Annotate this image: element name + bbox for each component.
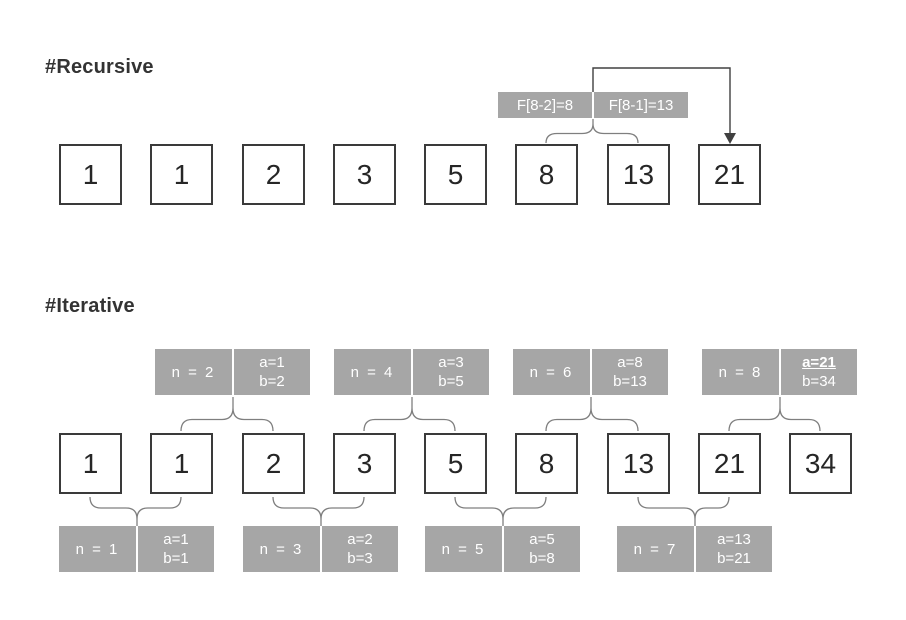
iterative-bottom-label: n = 5 a=5 b=8 (425, 526, 580, 572)
b-value: b=1 (163, 550, 189, 567)
b-value: b=3 (347, 550, 373, 567)
ab-state-label: a=2 b=3 (322, 526, 398, 572)
ab-state-label: a=1 b=1 (138, 526, 214, 572)
iterative-box: 8 (515, 433, 578, 494)
iterative-bottom-brace-3 (454, 496, 547, 526)
b-value: b=2 (259, 373, 285, 390)
recursive-box: 3 (333, 144, 396, 205)
iterative-bottom-label: n = 1 a=1 b=1 (59, 526, 214, 572)
ab-state-label: a=21 b=34 (781, 349, 857, 395)
ab-state-label: a=3 b=5 (413, 349, 489, 395)
b-value: b=13 (613, 373, 647, 390)
n-value-label: n = 1 (59, 526, 136, 572)
iterative-top-brace-4 (728, 397, 821, 432)
a-value: a=1 (163, 531, 189, 548)
n-value-label: n = 2 (155, 349, 232, 395)
iterative-top-label: n = 6 a=8 b=13 (513, 349, 668, 395)
recursive-box: 1 (59, 144, 122, 205)
b-value: b=34 (802, 373, 836, 390)
n-value-label: n = 7 (617, 526, 694, 572)
ab-state-label: a=8 b=13 (592, 349, 668, 395)
iterative-top-label: n = 2 a=1 b=2 (155, 349, 310, 395)
b-value: b=8 (529, 550, 555, 567)
iterative-top-brace-2 (363, 397, 456, 432)
recursive-arrow-line (592, 67, 731, 134)
iterative-bottom-label: n = 7 a=13 b=21 (617, 526, 772, 572)
f-n-minus-2-label: F[8-2]=8 (498, 92, 592, 118)
n-value-label: n = 5 (425, 526, 502, 572)
iterative-top-brace-1 (180, 397, 274, 432)
iterative-box: 34 (789, 433, 852, 494)
a-value: a=13 (717, 531, 751, 548)
ab-state-label: a=13 b=21 (696, 526, 772, 572)
iterative-box: 21 (698, 433, 761, 494)
recursive-box: 2 (242, 144, 305, 205)
iterative-box: 2 (242, 433, 305, 494)
ab-state-label: a=5 b=8 (504, 526, 580, 572)
a-value: a=2 (347, 531, 373, 548)
n-value-label: n = 4 (334, 349, 411, 395)
a-value: a=8 (617, 354, 643, 371)
iterative-bottom-brace-4 (637, 496, 730, 526)
recursive-f-label: F[8-2]=8 F[8-1]=13 (498, 92, 688, 118)
n-value-label: n = 6 (513, 349, 590, 395)
recursive-arrowhead-icon (724, 133, 736, 144)
recursive-box: 5 (424, 144, 487, 205)
a-value: a=1 (259, 354, 285, 371)
a-value: a=5 (529, 531, 555, 548)
iterative-box: 5 (424, 433, 487, 494)
recursive-title: #Recursive (45, 56, 154, 78)
iterative-box: 1 (59, 433, 122, 494)
iterative-top-brace-3 (545, 397, 639, 432)
iterative-title: #Iterative (45, 295, 135, 317)
recursive-brace (545, 119, 639, 144)
recursive-box: 8 (515, 144, 578, 205)
iterative-top-label: n = 8 a=21 b=34 (702, 349, 857, 395)
iterative-bottom-label: n = 3 a=2 b=3 (243, 526, 398, 572)
recursive-box: 13 (607, 144, 670, 205)
ab-state-label: a=1 b=2 (234, 349, 310, 395)
iterative-box: 1 (150, 433, 213, 494)
n-value-label: n = 8 (702, 349, 779, 395)
recursive-box: 21 (698, 144, 761, 205)
a-value: a=3 (438, 354, 464, 371)
b-value: b=5 (438, 373, 464, 390)
n-value-label: n = 3 (243, 526, 320, 572)
b-value: b=21 (717, 550, 751, 567)
iterative-bottom-brace-2 (272, 496, 365, 526)
iterative-box: 3 (333, 433, 396, 494)
iterative-top-label: n = 4 a=3 b=5 (334, 349, 489, 395)
iterative-box: 13 (607, 433, 670, 494)
recursive-box: 1 (150, 144, 213, 205)
iterative-bottom-brace-1 (89, 496, 182, 526)
a-value-final: a=21 (802, 354, 836, 371)
f-n-minus-1-label: F[8-1]=13 (594, 92, 688, 118)
